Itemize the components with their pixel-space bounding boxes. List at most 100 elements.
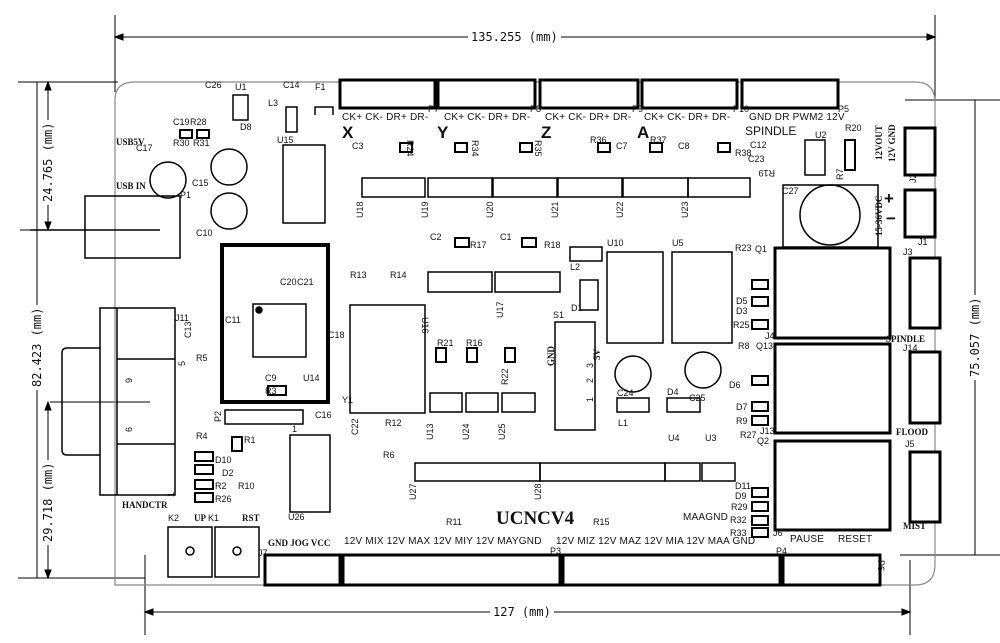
ref-r29: R29 [731, 502, 748, 512]
ref-u24: U24 [461, 423, 471, 440]
ref-r24: R24 [405, 140, 415, 157]
ref-u2: U2 [815, 130, 827, 140]
ref-u20: U20 [485, 201, 495, 218]
ref-u13: U13 [425, 423, 435, 440]
ref-u26: U26 [288, 512, 305, 522]
stepper-pins-y: CK+ CK- DR+ DR- [444, 112, 531, 123]
ref-d11: D11 [735, 481, 751, 491]
stepper-pins-a: CK+ CK- DR+ DR- [644, 112, 731, 123]
power-plus: + [884, 189, 894, 208]
ref-r13: R13 [350, 270, 367, 280]
connector-ref-label: J1 [918, 237, 928, 247]
ref-c20: C20 [280, 277, 297, 287]
connector-ref-label: J11 [175, 313, 189, 323]
ref-c18: C18 [328, 330, 345, 340]
ref-c27: C27 [782, 186, 799, 196]
ref-r25: R25 [733, 320, 750, 330]
ref-u3: U3 [705, 433, 717, 443]
ref-r7: R7 [835, 168, 845, 180]
ref-u23: U23 [680, 201, 690, 218]
ref-u21: U21 [550, 201, 560, 218]
connector-ref-label: P5 [838, 104, 850, 114]
dimension-left: 82.423 (mm) [30, 304, 44, 390]
ref-c7: C7 [616, 141, 628, 151]
s1-gnd: GND [546, 346, 556, 366]
connector-ref-label: P10 [733, 104, 750, 114]
stepper-pins-x: CK+ CK- DR+ DR- [342, 112, 429, 123]
ref-c26: C26 [205, 80, 222, 90]
spindle-pins: GND DR PWM2 12V [749, 112, 845, 123]
dimension-lines [18, 15, 1000, 635]
ref-d1: D1 [571, 303, 583, 313]
j7-pin-labels: GND JOG VCC [268, 538, 331, 548]
k1-label: K1 [208, 513, 220, 523]
s1-pin-2: 2 [585, 377, 595, 383]
dimension-top: 135.255 (mm) [468, 30, 561, 44]
ref-u28: U28 [533, 483, 543, 500]
ref-c25: C25 [689, 393, 706, 403]
ref-c15: C15 [192, 178, 209, 188]
p3-pin-labels-left: 12V MIX 12V MAX 12V MIY 12V MAYGND [344, 536, 542, 547]
connector-ref-label: J4 [765, 331, 775, 341]
ref-r14: R14 [390, 270, 407, 280]
connector-ref-label: J2 [908, 173, 918, 183]
ref-u22: U22 [615, 201, 625, 218]
ref-c9: C9 [265, 373, 277, 383]
ref-c17: C17 [136, 143, 153, 153]
up-label: UP [194, 513, 206, 523]
usb5v-label: USB5V [116, 137, 145, 147]
ref-c10: C10 [196, 228, 213, 238]
ref-u10: U10 [607, 238, 624, 248]
ref-r28: R28 [190, 117, 207, 127]
ref-u18: U18 [355, 201, 365, 218]
ref-u4: U4 [668, 433, 680, 443]
ref-r9: R9 [736, 416, 748, 426]
ref-c16: C16 [315, 410, 332, 420]
ref-l2: L2 [570, 262, 581, 272]
thick-connectors [220, 78, 942, 587]
ref-u5: U5 [672, 238, 684, 248]
ref-c8: C8 [678, 141, 690, 151]
connector-ref-label: P1 [180, 190, 192, 200]
ref-s1: S1 [553, 310, 565, 320]
board-outline [114, 81, 936, 586]
ref-d2: D2 [222, 468, 234, 478]
ref-c1: C1 [500, 232, 512, 242]
connector-ref-label: J6 [773, 528, 783, 538]
ref-r1: R1 [244, 435, 256, 445]
handctr-label: HANDCTR [122, 500, 168, 510]
ref-r35: R35 [533, 140, 543, 157]
connector-ref-label: P2 [213, 410, 223, 422]
ref-r36: R36 [590, 135, 607, 145]
db9-pin-1: 1 [166, 491, 176, 497]
ref-l3: L3 [268, 98, 279, 108]
ref-1: 1 [292, 424, 298, 434]
db9-pin-5: 5 [177, 360, 187, 366]
connector-ref-label: P7 [428, 104, 440, 114]
ref-u25: U25 [497, 423, 507, 440]
connector-ref-label: J5 [905, 439, 915, 449]
reset-label: RESET [838, 534, 873, 545]
axis-y: Y [437, 123, 449, 142]
ref-c14: C14 [283, 80, 300, 90]
ref-r2: R2 [215, 481, 227, 491]
dimension-right: 75.057 (mm) [968, 294, 982, 380]
board-title: UCNCV4 [496, 508, 575, 529]
ref-c21: C21 [297, 277, 314, 287]
ref-c22: C22 [350, 418, 360, 435]
ref-r11: R11 [446, 517, 462, 527]
ref-r37: R37 [650, 135, 667, 145]
ref-r22: R22 [500, 368, 510, 385]
ref-y1: Y1 [342, 395, 354, 405]
db9-pin-6: 6 [124, 426, 134, 432]
rst-label: RST [242, 513, 260, 523]
ref-u16: U16 [420, 317, 430, 334]
ref-c13: C13 [183, 321, 193, 338]
axis-z: Z [541, 123, 552, 142]
ref-r15: R15 [593, 517, 610, 527]
axis-x: X [342, 123, 354, 142]
ref-r8: R8 [738, 341, 750, 351]
ref-c12: C12 [750, 140, 767, 150]
ref-q1: Q1 [755, 244, 768, 254]
